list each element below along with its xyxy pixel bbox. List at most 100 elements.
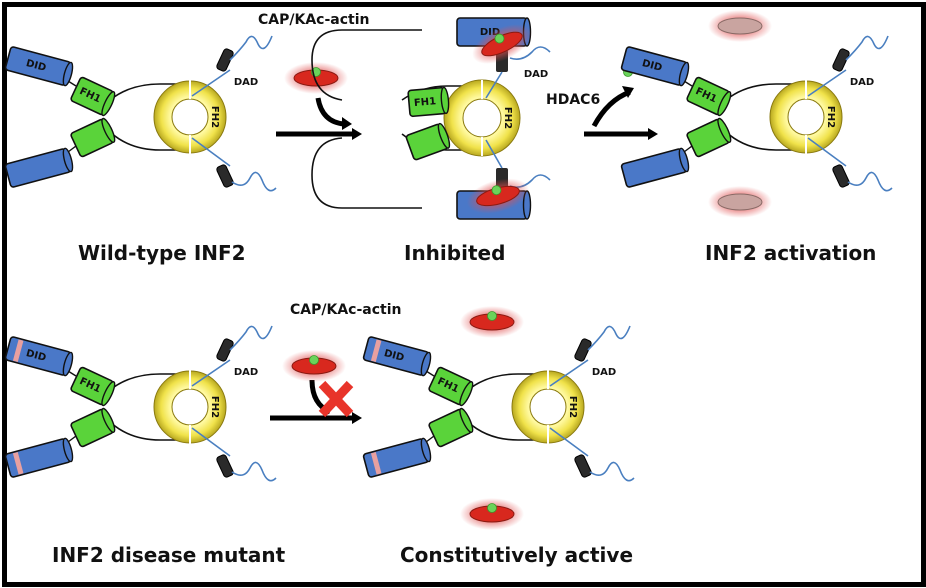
tail bbox=[549, 427, 589, 457]
molecule-inhibited: FH2FH1DIDDAD bbox=[311, 17, 551, 220]
actin-inactive-icon bbox=[708, 186, 772, 218]
fh2-label: FH2 bbox=[209, 396, 220, 418]
did-domain-label: DID bbox=[25, 348, 47, 364]
panel-title-mutant: INF2 disease mutant bbox=[52, 543, 286, 567]
did-domain-cap bbox=[62, 61, 74, 87]
dad-body bbox=[574, 338, 592, 362]
fh1-domain bbox=[686, 117, 732, 158]
panel-title-wild-type: Wild-type INF2 bbox=[78, 241, 246, 265]
did-domain-cap bbox=[62, 351, 74, 377]
tail bbox=[845, 35, 889, 61]
actin-icon bbox=[466, 178, 530, 214]
cap-actin-label-top: CAP/KAc-actin bbox=[258, 12, 369, 28]
mutation-band bbox=[370, 452, 382, 475]
tail bbox=[229, 325, 273, 351]
did-domain-label: DID bbox=[383, 348, 405, 364]
fh1-domain-cap bbox=[717, 117, 732, 143]
linker bbox=[311, 137, 422, 209]
dad-domain bbox=[216, 48, 234, 72]
panel-title-inhibited: Inhibited bbox=[404, 241, 505, 265]
actin-icon bbox=[472, 24, 532, 64]
fh1-domain-cap bbox=[101, 407, 116, 433]
arrow-right-icon bbox=[584, 128, 658, 140]
molecule-mutant: FH2 DAD DID FH1 bbox=[4, 325, 277, 482]
fh1-domain: FH1 bbox=[407, 86, 450, 118]
fh1-domain bbox=[428, 407, 474, 448]
dad-body bbox=[216, 454, 234, 478]
actin-icon bbox=[284, 62, 348, 94]
did-domain: DID bbox=[4, 336, 74, 377]
dad-body bbox=[216, 338, 234, 362]
mutation-band bbox=[12, 339, 24, 362]
dad-label: DAD bbox=[524, 69, 548, 80]
fh1-domain-cap bbox=[717, 91, 732, 117]
fh1-domain-cap bbox=[101, 381, 116, 407]
did-domain-label: DID bbox=[641, 58, 663, 74]
actin-body bbox=[717, 193, 763, 211]
did-domain-cap bbox=[678, 61, 690, 87]
fh1-domain: FH1 bbox=[70, 366, 116, 407]
fh2-label: FH2 bbox=[209, 106, 220, 128]
fh2-hole bbox=[171, 98, 209, 136]
dad-body bbox=[832, 48, 850, 72]
curved-arrow-icon bbox=[315, 97, 352, 130]
fh1-domain: FH1 bbox=[428, 366, 474, 407]
did-domain-cap bbox=[420, 351, 432, 377]
did-domain-cap bbox=[678, 147, 690, 173]
dad-label: DAD bbox=[234, 77, 258, 88]
did-domain-cap bbox=[62, 437, 74, 463]
mutation-band bbox=[12, 452, 24, 475]
fh1-domain-label: FH1 bbox=[414, 96, 437, 109]
molecule-constitutive: FH2 DAD DID FH1 bbox=[362, 325, 635, 482]
tail bbox=[191, 69, 231, 97]
cap-actin-label-bottom: CAP/KAc-actin bbox=[290, 302, 401, 318]
did-domain bbox=[4, 147, 74, 188]
fh1-domain: FH1 bbox=[686, 76, 732, 117]
fh1-domain-cap bbox=[101, 91, 116, 117]
did-domain: DID bbox=[362, 336, 432, 377]
acetyl-group-icon bbox=[309, 355, 319, 365]
actin-body bbox=[717, 17, 763, 35]
acetyl-group-icon bbox=[491, 185, 502, 196]
tail bbox=[807, 69, 847, 97]
fh1-domain-cap bbox=[459, 381, 474, 407]
fh1-domain bbox=[70, 117, 116, 158]
tail bbox=[231, 171, 277, 192]
did-domain-cap bbox=[62, 147, 74, 173]
block-x-icon bbox=[318, 380, 354, 418]
tail bbox=[807, 137, 847, 167]
dad-body bbox=[216, 164, 234, 188]
tail bbox=[509, 46, 551, 60]
tail bbox=[485, 139, 503, 169]
fh2-label: FH2 bbox=[825, 106, 836, 128]
did-domain-body bbox=[620, 148, 688, 188]
dad-domain bbox=[832, 164, 850, 188]
fh2-label: FH2 bbox=[567, 396, 578, 418]
dad-domain bbox=[832, 48, 850, 72]
dad-label: DAD bbox=[592, 367, 616, 378]
did-domain bbox=[4, 437, 74, 478]
tail bbox=[231, 461, 277, 482]
panel-title-constitutive: Constitutively active bbox=[400, 543, 633, 567]
did-domain-cap bbox=[420, 437, 432, 463]
dad-label: DAD bbox=[234, 367, 258, 378]
actin-icon bbox=[282, 350, 346, 382]
actin-icon bbox=[460, 498, 524, 530]
fh2-label: FH2 bbox=[502, 107, 513, 129]
arrow-right-icon bbox=[270, 412, 362, 424]
fh1-domain-cap bbox=[440, 86, 450, 115]
did-domain-label: DID bbox=[25, 58, 47, 74]
did-domain: DID bbox=[620, 46, 690, 87]
arrow-right-icon bbox=[276, 128, 362, 140]
tail bbox=[191, 137, 231, 167]
curved-arrow-icon bbox=[591, 86, 634, 128]
mutation-band bbox=[370, 339, 382, 362]
dad-domain bbox=[216, 454, 234, 478]
linker bbox=[311, 29, 422, 101]
fh2-hole bbox=[171, 388, 209, 426]
fh1-domain bbox=[405, 122, 451, 161]
dad-body bbox=[832, 164, 850, 188]
fh2-hole bbox=[529, 388, 567, 426]
acetyl-group-icon bbox=[494, 33, 505, 44]
